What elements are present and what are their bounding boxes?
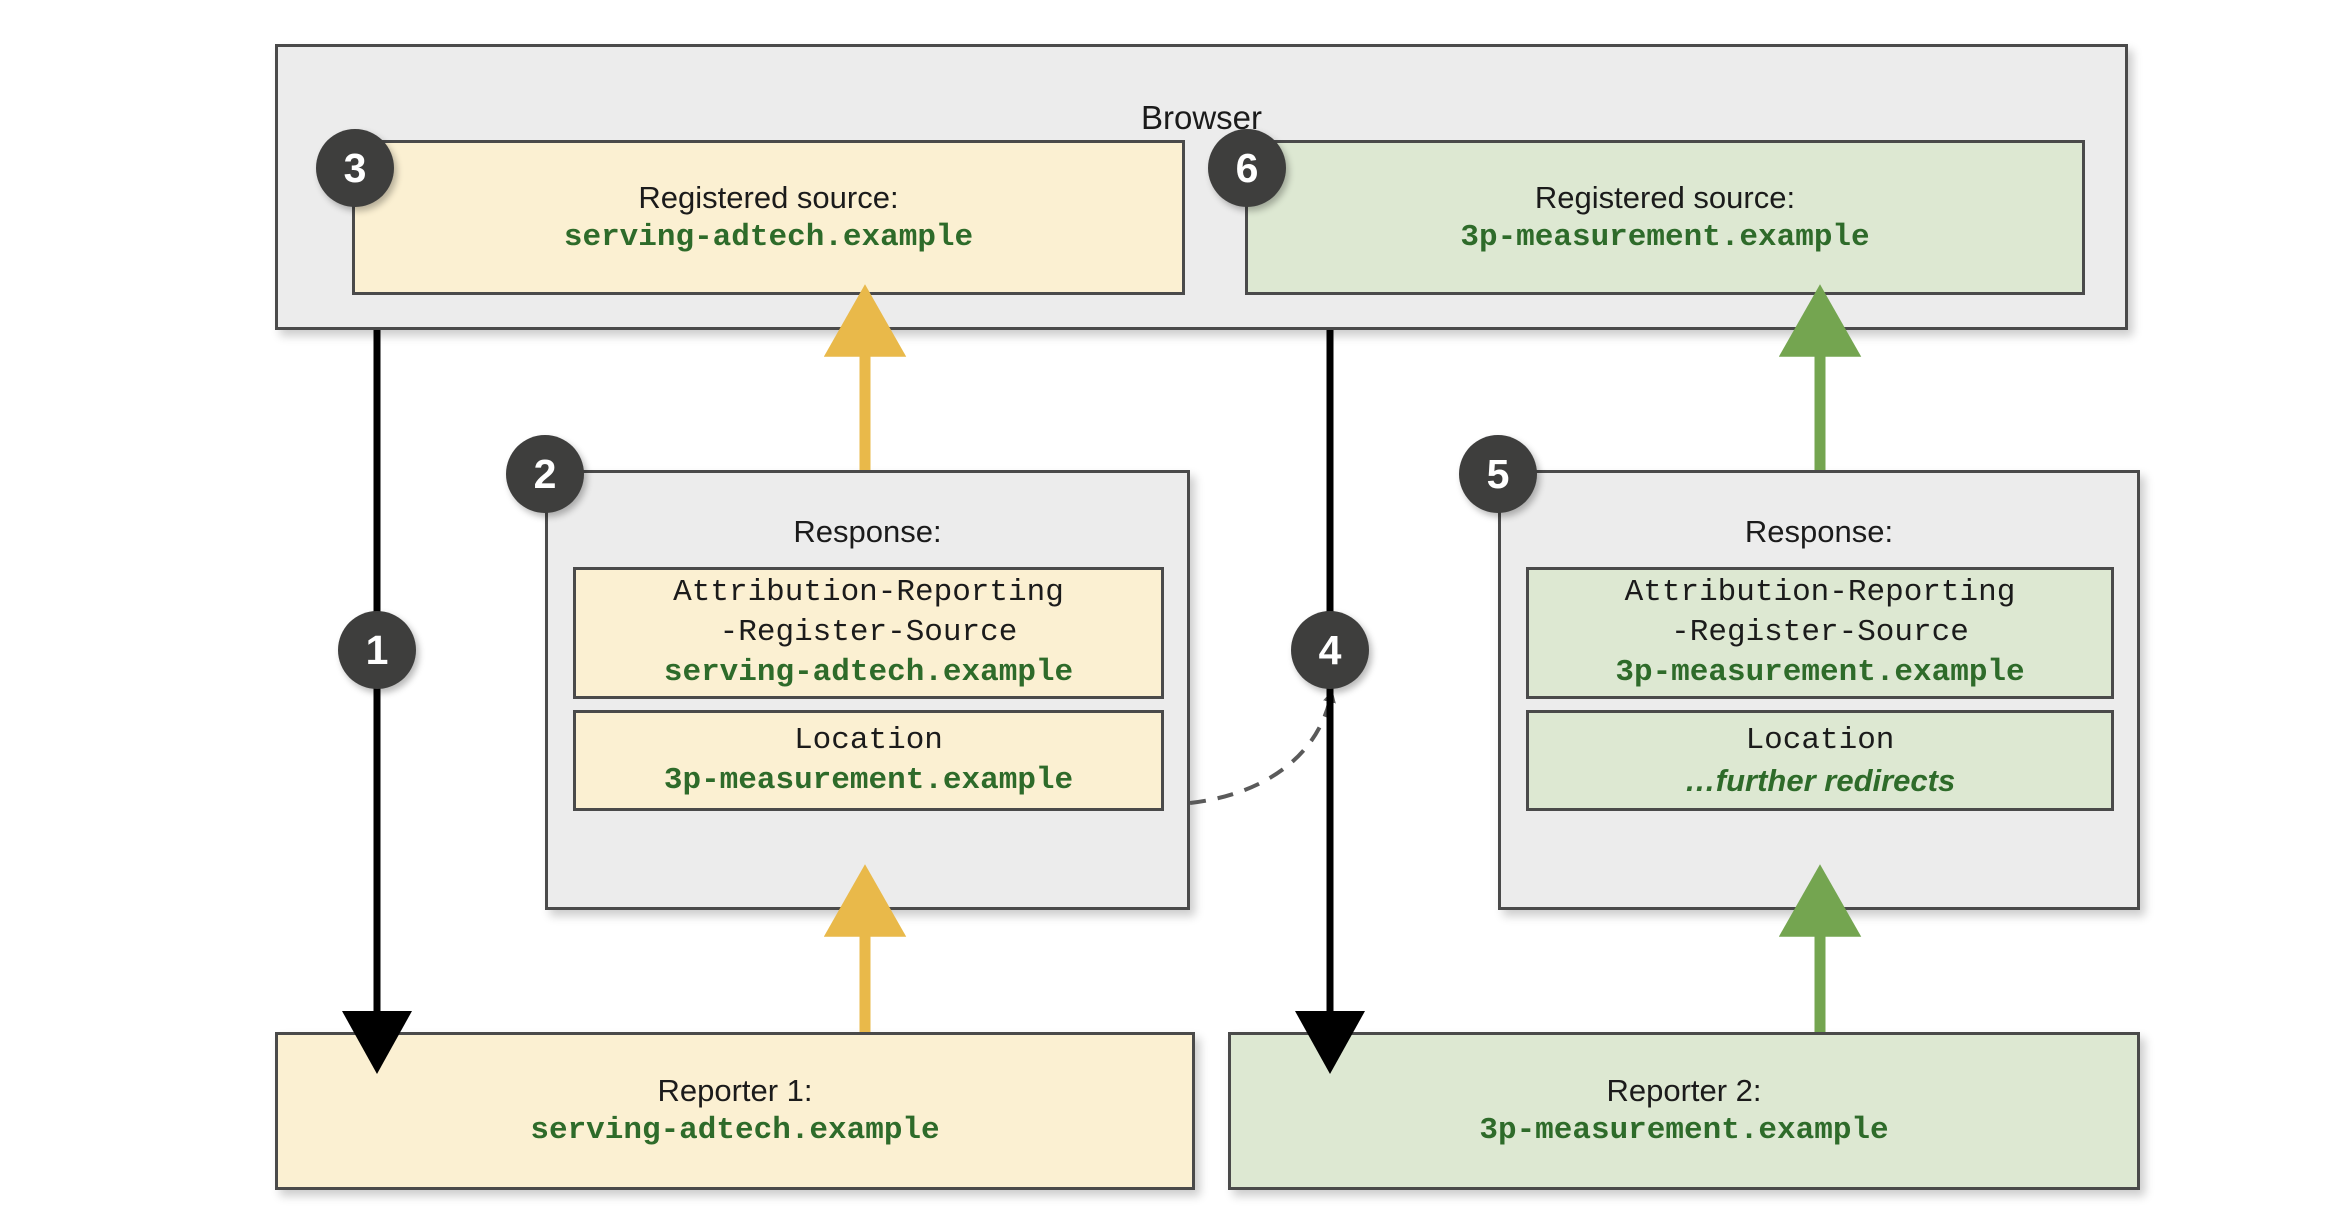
- registered-source-box-1: Registered source: serving-adtech.exampl…: [352, 140, 1185, 295]
- response-header-1-1: Attribution-Reporting -Register-Source s…: [573, 567, 1164, 699]
- reporter-box-1: Reporter 1: serving-adtech.example: [275, 1032, 1195, 1190]
- reporter-heading-2: Reporter 2:: [1606, 1073, 1762, 1109]
- browser-title: Browser: [1140, 99, 1263, 136]
- response-header-2-2: Location …further redirects: [1526, 710, 2114, 811]
- response-box-2: Response: Attribution-Reporting -Registe…: [1498, 470, 2140, 910]
- step-badge-6-label: 6: [1235, 144, 1259, 191]
- registered-source-value-1: serving-adtech.example: [563, 219, 974, 255]
- registered-source-heading-2: Registered source:: [1534, 179, 1796, 215]
- response-box-1: Response: Attribution-Reporting -Registe…: [545, 470, 1190, 910]
- step-badge-2[interactable]: 2: [506, 435, 584, 513]
- response-header-name-2-1-line2: -Register-Source: [1671, 615, 1969, 651]
- step-badge-5[interactable]: 5: [1459, 435, 1537, 513]
- arrow-step-4-redirect-dashed: [1189, 690, 1336, 805]
- response-header-value-2-1: 3p-measurement.example: [1615, 655, 2025, 691]
- registered-source-value-2: 3p-measurement.example: [1460, 219, 1870, 255]
- step-badge-2-label: 2: [533, 450, 557, 497]
- response-header-name-1-1-line1: Attribution-Reporting: [673, 574, 1064, 610]
- response-header-1-2: Location 3p-measurement.example: [573, 710, 1164, 811]
- response-header-2-1: Attribution-Reporting -Register-Source 3…: [1526, 567, 2114, 699]
- response-heading-1: Response:: [793, 514, 942, 549]
- step-badge-5-label: 5: [1486, 450, 1510, 497]
- step-badge-4-label: 4: [1318, 626, 1342, 673]
- response-header-name-1-2-line1: Location: [794, 722, 943, 758]
- step-badge-1[interactable]: 1: [338, 611, 416, 689]
- response-header-value-2-2: …further redirects: [1684, 762, 1956, 798]
- response-header-value-1-2: 3p-measurement.example: [663, 762, 1074, 798]
- step-badge-3[interactable]: 3: [316, 129, 394, 207]
- step-badge-4[interactable]: 4: [1291, 611, 1369, 689]
- response-heading-2: Response:: [1744, 514, 1894, 549]
- reporter-value-1: serving-adtech.example: [530, 1113, 940, 1148]
- reporter-value-2: 3p-measurement.example: [1479, 1113, 1889, 1148]
- response-header-value-1-1: serving-adtech.example: [663, 655, 1074, 691]
- response-header-name-2-2-line1: Location: [1745, 722, 1895, 758]
- response-header-name-1-1-line2: -Register-Source: [719, 615, 1018, 651]
- registered-source-box-2: Registered source: 3p-measurement.exampl…: [1245, 140, 2085, 295]
- registered-source-heading-1: Registered source:: [638, 179, 899, 215]
- step-badge-3-label: 3: [343, 144, 367, 191]
- reporter-box-2: Reporter 2: 3p-measurement.example: [1228, 1032, 2140, 1190]
- step-badge-6[interactable]: 6: [1208, 129, 1286, 207]
- response-header-name-2-1-line1: Attribution-Reporting: [1624, 574, 2016, 610]
- step-badge-1-label: 1: [365, 626, 389, 673]
- reporter-heading-1: Reporter 1:: [657, 1073, 813, 1109]
